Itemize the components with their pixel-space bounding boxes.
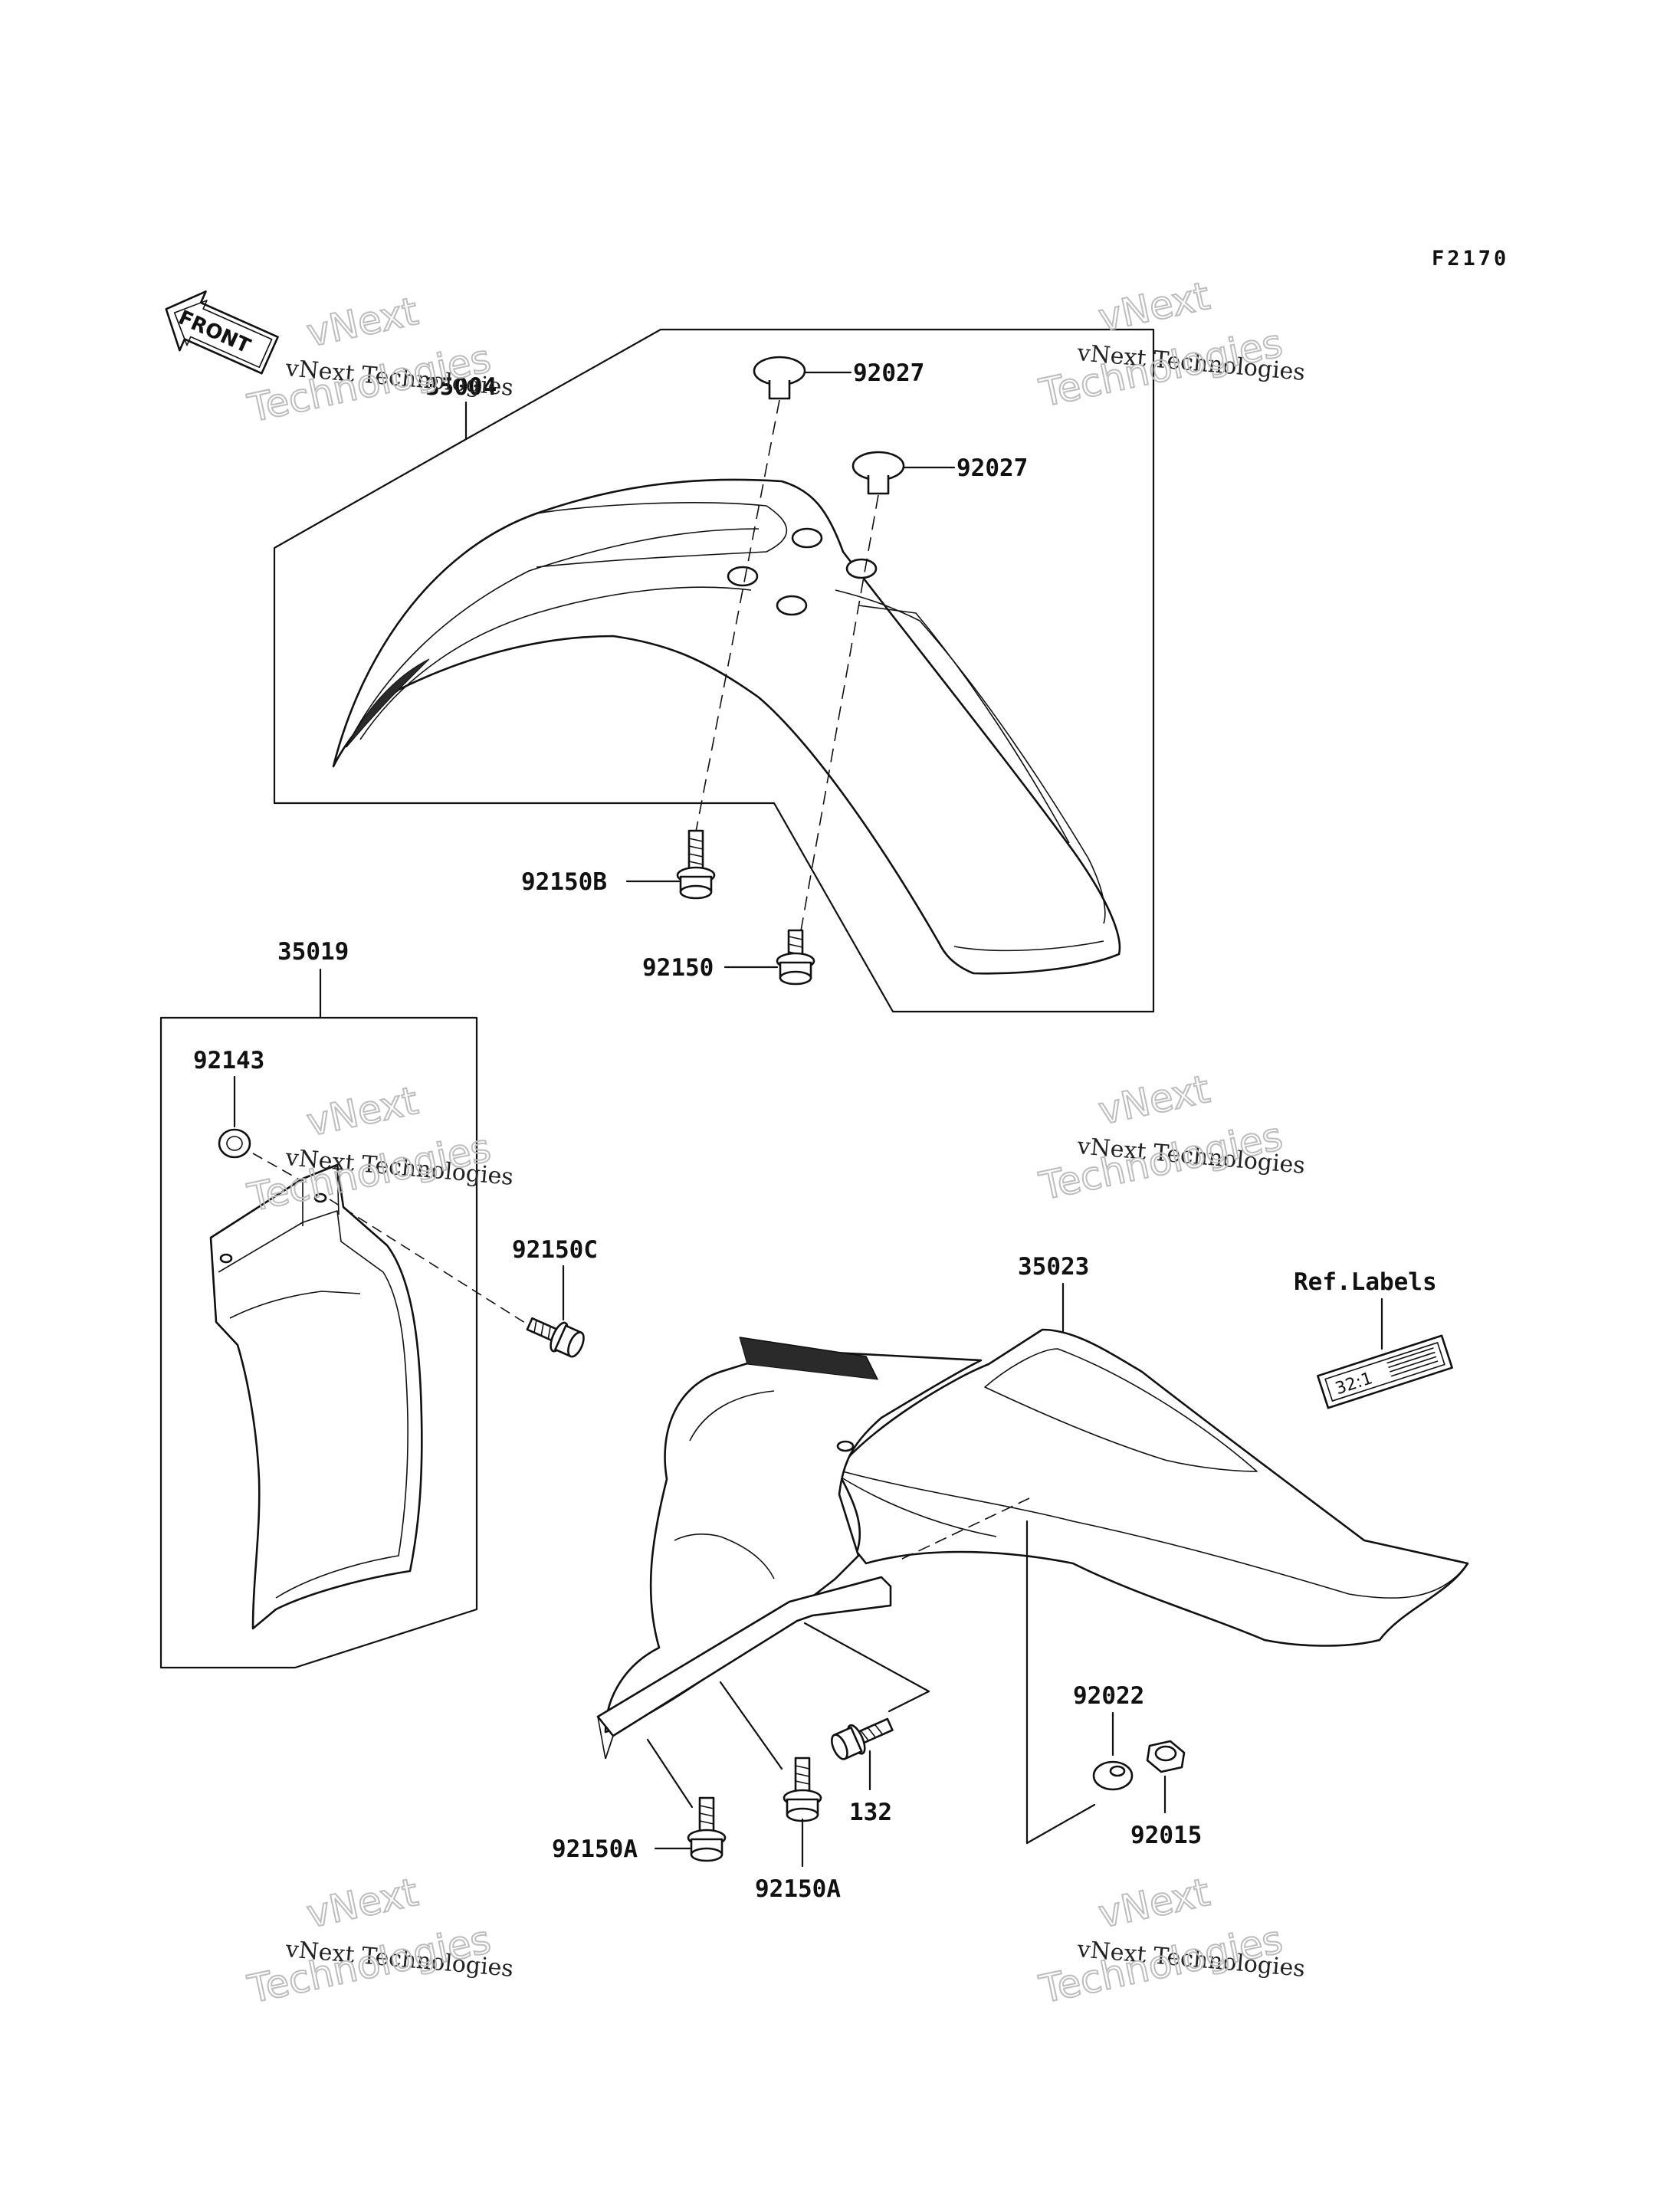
svg-text:vNext: vNext: [303, 1078, 422, 1145]
label-92015: 92015: [1130, 1822, 1202, 1849]
svg-text:Technologies: Technologies: [244, 336, 494, 431]
fork-guard-group: 35019 92143 92150C: [159, 938, 598, 1669]
rear-fender-centerline: [900, 1497, 1030, 1560]
label-92150A-left: 92150A: [552, 1835, 638, 1863]
centerline-92150: [799, 494, 879, 936]
washer-92143: [218, 1128, 251, 1159]
label-92150C: 92150C: [512, 1236, 598, 1264]
leader-92150A-left-a: [646, 1738, 694, 1809]
watermark-6: vNext Technologies vNext Technologies: [1035, 1869, 1306, 2012]
fork-guard: [209, 1163, 423, 1630]
label-92022: 92022: [1073, 1682, 1144, 1710]
centerline-92150C: [329, 1199, 528, 1325]
grommet-92027-a: [753, 356, 806, 400]
rear-fender: [596, 1328, 1469, 1760]
svg-text:vNext: vNext: [1094, 1870, 1213, 1937]
bolt-92150C: [526, 1317, 585, 1358]
label-92150: 92150: [642, 954, 714, 982]
label-132: 132: [849, 1799, 892, 1826]
label-92150A-right: 92150A: [755, 1875, 841, 1903]
figure-id: F2170: [1432, 247, 1509, 271]
label-35019: 35019: [277, 938, 349, 966]
bolt-132: [831, 1717, 894, 1760]
label-92150B: 92150B: [521, 868, 607, 896]
fender-hole-3: [845, 558, 878, 579]
svg-text:Technologies: Technologies: [1035, 321, 1286, 416]
label-92027-a: 92027: [853, 359, 924, 387]
rear-fender-group: 35023: [552, 1253, 1469, 1903]
svg-text:Technologies: Technologies: [1035, 1114, 1286, 1209]
fender-hole-2: [727, 566, 759, 587]
svg-text:vNext: vNext: [303, 1870, 422, 1937]
front-fender-group-outline: [273, 328, 1155, 1013]
front-arrow-icon: FRONT: [165, 290, 279, 375]
ref-labels-group: Ref.Labels 32:1: [1294, 1268, 1453, 1409]
leader-92022-group: [1025, 1520, 1096, 1845]
watermark-4: vNext Technologies vNext Technologies: [1035, 1066, 1306, 1209]
ref-label-sticker: 32:1: [1317, 1334, 1453, 1409]
svg-text:vNext: vNext: [303, 289, 422, 356]
centerline-92150B: [695, 399, 780, 832]
svg-text:vNext: vNext: [1094, 1067, 1213, 1133]
washer-92022: [1092, 1760, 1134, 1791]
centerline-92143: [252, 1153, 301, 1181]
front-fender: [332, 478, 1121, 975]
bolt-92150A-right: [783, 1757, 822, 1822]
grommet-92027-b: [851, 451, 905, 495]
label-92027-b: 92027: [956, 454, 1028, 482]
bolt-92150: [776, 929, 815, 986]
nut-92015: [1146, 1740, 1186, 1773]
svg-text:Technologies: Technologies: [244, 1917, 494, 2012]
fender-hole-4: [776, 595, 808, 616]
fender-hole-1: [791, 527, 823, 549]
bolt-92150B: [676, 829, 716, 900]
front-fender-group: 35004 92027 92027: [273, 328, 1155, 1013]
label-92143: 92143: [193, 1047, 264, 1074]
watermark-5: vNext Technologies vNext Technologies: [243, 1869, 514, 2012]
leader-132-a: [803, 1622, 930, 1693]
label-35023: 35023: [1018, 1253, 1089, 1281]
fork-guard-group-outline: [159, 1016, 478, 1669]
bolt-92150A-left: [687, 1796, 727, 1862]
label-35004: 35004: [425, 373, 497, 401]
watermark-2: vNext Technologies vNext Technologies: [1035, 273, 1306, 416]
leader-132-b: [888, 1690, 930, 1713]
watermark-3: vNext Technologies vNext Technologies: [243, 1078, 514, 1221]
watermark-1: vNext Technologies vNext Technologies: [243, 288, 514, 431]
leader-92150A-right-a: [719, 1681, 783, 1770]
svg-text:Technologies: Technologies: [1035, 1917, 1286, 2012]
svg-text:Technologies: Technologies: [244, 1126, 494, 1221]
ref-labels-heading: Ref.Labels: [1294, 1268, 1437, 1296]
